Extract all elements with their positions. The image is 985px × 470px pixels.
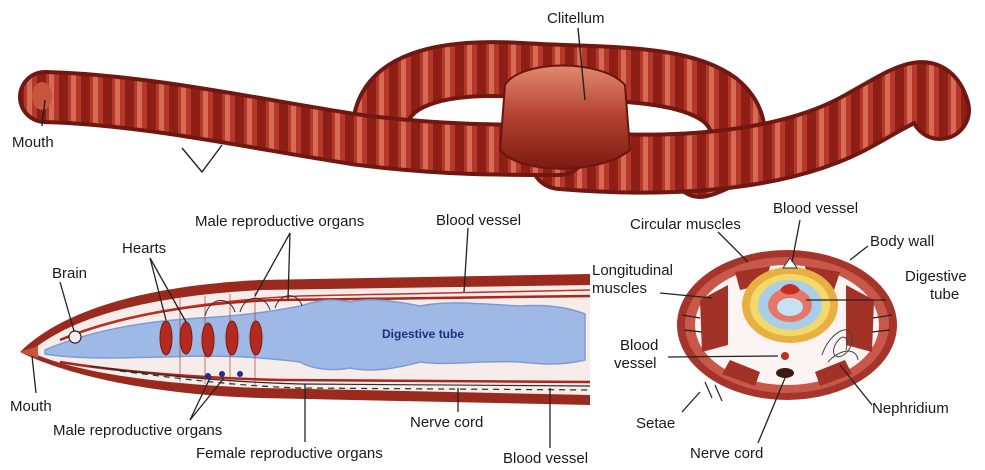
- cross-section: [677, 250, 897, 401]
- body-wall-label: Body wall: [870, 233, 934, 250]
- male-reproductive-organs-bottom-label: Male reproductive organs: [53, 422, 222, 439]
- mouth-label-top: Mouth: [12, 134, 54, 151]
- setae-label: Setae: [636, 415, 675, 432]
- male-reproductive-organs-top-label: Male reproductive organs: [195, 213, 364, 230]
- nerve-cord-label-left: Nerve cord: [410, 414, 483, 431]
- blood-vessel-cross-top-label: Blood vessel: [773, 200, 858, 217]
- nerve-cord-cross-label: Nerve cord: [690, 445, 763, 462]
- digestive-tube-cross-label-line1: Digestive: [905, 268, 967, 285]
- digestive-tube-cross-label-line2: tube: [930, 286, 959, 303]
- digestive-tube-label: Digestive tube: [382, 327, 464, 341]
- mouth-label-bottom: Mouth: [10, 398, 52, 415]
- longitudinal-muscles-label-line1: Longitudinal: [592, 262, 673, 279]
- blood-vessel-cross-left-label-line2: vessel: [614, 355, 657, 372]
- blood-vessel-cross-left-label-line1: Blood: [620, 337, 658, 354]
- brain-label: Brain: [52, 265, 87, 282]
- earthworm-body-illustration: [32, 65, 940, 170]
- circular-muscles-label: Circular muscles: [630, 216, 741, 233]
- hearts-label: Hearts: [122, 240, 166, 257]
- clitellum-label: Clitellum: [547, 10, 605, 27]
- female-reproductive-organs-label: Female reproductive organs: [196, 445, 383, 462]
- blood-vessel-top-label: Blood vessel: [436, 212, 521, 229]
- longitudinal-muscles-label-line2: muscles: [592, 280, 647, 297]
- nephridium-label: Nephridium: [872, 400, 949, 417]
- blood-vessel-bottom-label: Blood vessel: [503, 450, 588, 467]
